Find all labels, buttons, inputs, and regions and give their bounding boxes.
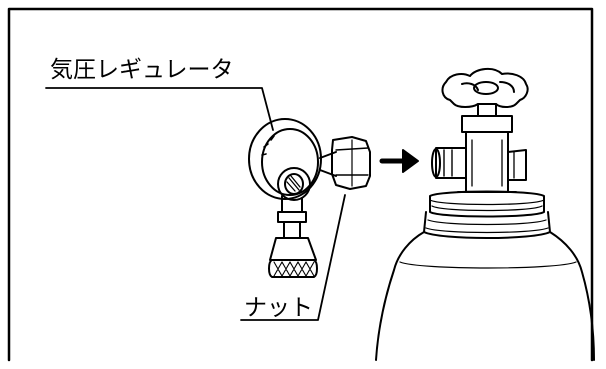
nut-label: ナット (244, 295, 313, 321)
regulator-leader-line (45, 87, 274, 131)
regulator-icon (248, 118, 371, 278)
nut-leader-line (240, 194, 346, 321)
regulator-label: 気圧レギュレータ (50, 57, 234, 83)
arrow-icon (379, 149, 419, 173)
frame-border (7, 7, 594, 362)
gas-cylinder-icon (375, 68, 595, 361)
